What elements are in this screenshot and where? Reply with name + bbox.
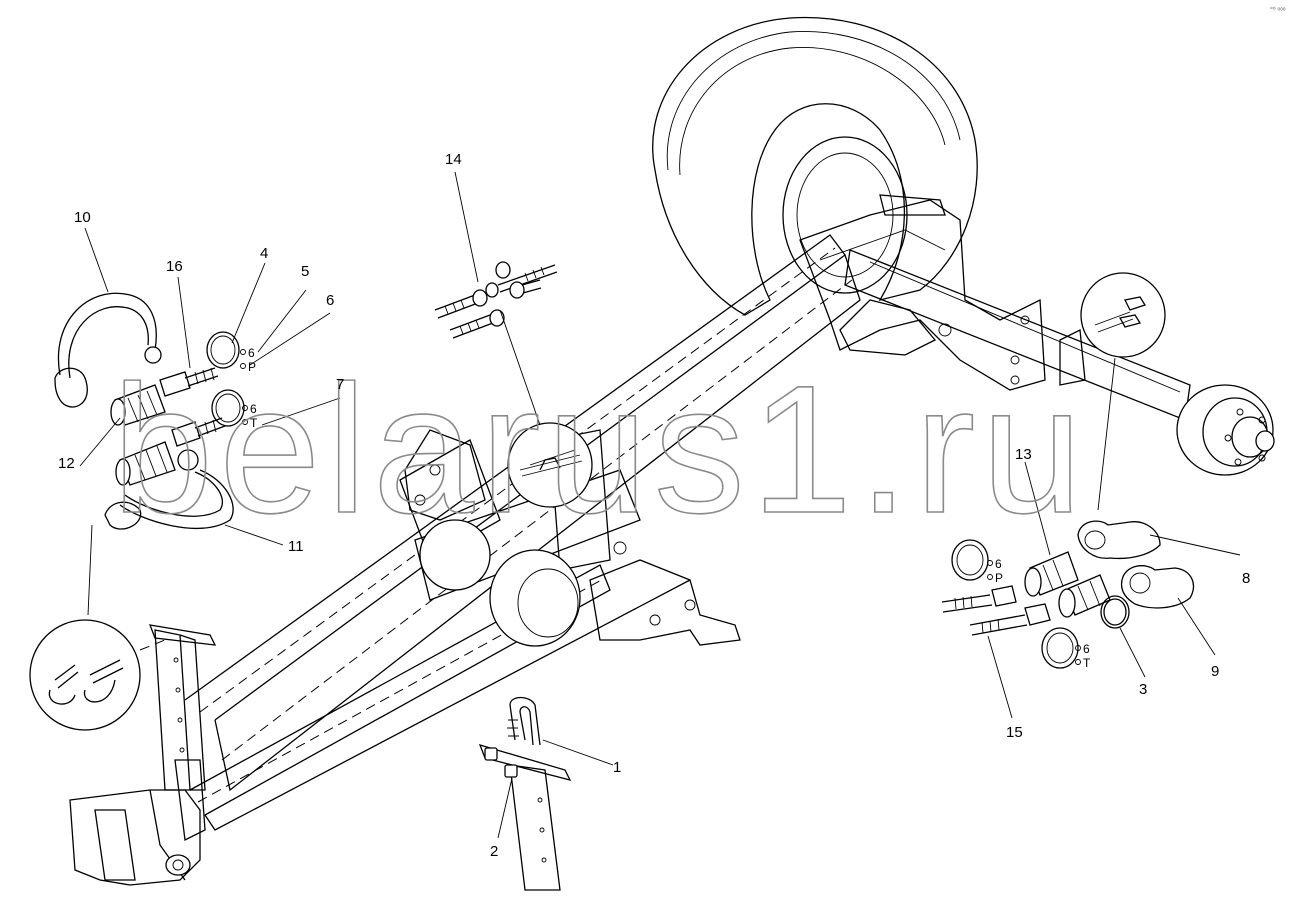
port-mark-left-upper: 6 P bbox=[240, 346, 256, 374]
quick-coupling-left-lower bbox=[115, 417, 226, 486]
callout-8: 8 bbox=[1242, 570, 1250, 587]
port-mark-left-lower-type: T bbox=[250, 416, 258, 430]
callout-12: 12 bbox=[58, 455, 75, 472]
detail-circle-left bbox=[29, 619, 166, 731]
hose-end-right-upper bbox=[941, 585, 1017, 613]
detail-circle-center bbox=[507, 422, 593, 508]
port-mark-left-upper-size: 6 bbox=[248, 346, 255, 360]
dust-cap-strap-upper bbox=[54, 292, 162, 408]
snap-ring-left-upper bbox=[206, 331, 240, 369]
callout-6: 6 bbox=[326, 292, 334, 309]
dust-cap-9 bbox=[1120, 565, 1195, 609]
callouts: 1 2 3 4 5 6 7 8 9 10 11 12 13 14 15 16 bbox=[58, 151, 1250, 860]
corner-mark: °⁰ ᵒᵒᵒ bbox=[1270, 6, 1286, 14]
port-mark-right-lower: 6 T bbox=[1075, 642, 1091, 670]
detail-circle-right bbox=[1059, 272, 1166, 386]
quick-coupling-right-lower bbox=[1058, 574, 1111, 618]
port-mark-right-lower-size: 6 bbox=[1083, 642, 1090, 656]
callout-14: 14 bbox=[445, 151, 462, 168]
callout-3: 3 bbox=[1139, 681, 1147, 698]
snap-ring-right-lower bbox=[1041, 627, 1079, 669]
watermark: belarus1.ru bbox=[112, 347, 1089, 551]
callout-13: 13 bbox=[1015, 446, 1032, 463]
front-hitch bbox=[69, 759, 206, 886]
callout-1: 1 bbox=[613, 759, 621, 776]
jack-stand bbox=[148, 624, 217, 791]
hose-end-pair-14 bbox=[434, 261, 558, 339]
hose-end-right-lower bbox=[969, 603, 1051, 636]
port-mark-left-lower: 6 T bbox=[242, 402, 258, 430]
callout-11: 11 bbox=[288, 538, 304, 555]
callout-10: 10 bbox=[74, 209, 91, 226]
port-mark-right-upper-size: 6 bbox=[995, 557, 1002, 571]
port-mark-right-lower-type: T bbox=[1083, 656, 1091, 670]
callout-4: 4 bbox=[260, 245, 268, 262]
callout-9: 9 bbox=[1211, 663, 1219, 680]
dust-cap-8 bbox=[1077, 520, 1161, 560]
callout-16: 16 bbox=[166, 258, 183, 275]
u-bolt-support bbox=[478, 696, 572, 891]
callout-2: 2 bbox=[490, 843, 498, 860]
port-mark-right-upper: 6 P bbox=[987, 557, 1003, 585]
rear-axle bbox=[844, 249, 1275, 476]
snap-ring-right-upper bbox=[951, 539, 989, 581]
port-mark-left-lower-size: 6 bbox=[250, 402, 257, 416]
snap-ring-left-lower bbox=[211, 389, 245, 427]
o-ring-3 bbox=[1100, 595, 1130, 629]
quick-coupling-right-upper bbox=[1024, 551, 1079, 597]
port-mark-left-upper-type: P bbox=[248, 360, 256, 374]
quick-coupling-left-upper bbox=[110, 367, 219, 426]
leader-lines bbox=[79, 171, 1241, 839]
callout-15: 15 bbox=[1006, 724, 1023, 741]
wheel bbox=[652, 16, 978, 316]
port-mark-right-upper-type: P bbox=[995, 571, 1003, 585]
callout-5: 5 bbox=[301, 263, 309, 280]
dust-cap-strap-lower bbox=[104, 449, 234, 530]
callout-7: 7 bbox=[336, 376, 344, 393]
